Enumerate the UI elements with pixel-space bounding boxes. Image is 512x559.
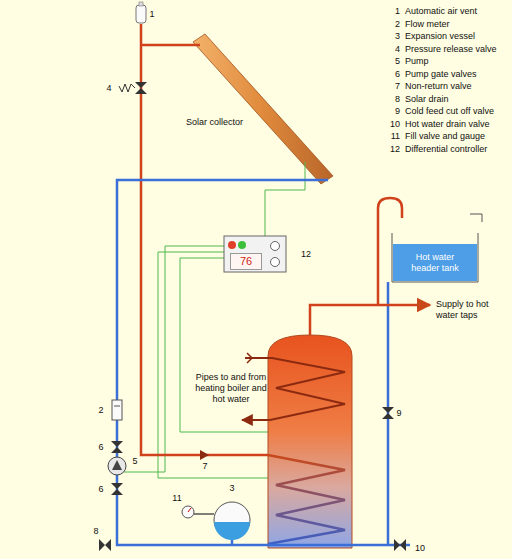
header-tank-outline	[392, 233, 478, 282]
key-text: Non-return valve	[405, 81, 472, 92]
pressure-release-valve	[119, 82, 147, 94]
callout-number: 8	[93, 526, 98, 537]
callout-number: 12	[301, 249, 311, 260]
fill-pipe	[194, 513, 214, 515]
hot-supply-pipe	[310, 305, 430, 335]
callout-number: 10	[415, 543, 425, 554]
key-number: 3	[386, 31, 400, 42]
vessel-water	[214, 522, 250, 540]
coil-tail	[247, 353, 252, 363]
gate-valve	[111, 483, 123, 495]
key-text: Fill valve and gauge	[405, 131, 485, 142]
ball-valve	[470, 214, 482, 222]
key-text: Hot water drain valve	[405, 119, 490, 130]
gate-valve	[111, 441, 123, 453]
controller-display: 76	[230, 253, 262, 270]
callout-number: 1	[149, 9, 154, 20]
supply-label: Supply to hot water taps	[436, 299, 508, 321]
callout-number: 6	[98, 442, 103, 453]
key-text: Automatic air vent	[405, 6, 477, 17]
controller-lamp	[238, 241, 246, 249]
callout-number: 9	[396, 408, 401, 419]
key-number: 9	[386, 106, 400, 117]
key-text: Pump gate valves	[405, 69, 477, 80]
key-number: 11	[386, 131, 400, 142]
flow-meter-mark	[114, 406, 120, 407]
non-return-valve	[200, 450, 209, 460]
gauge-needle	[188, 508, 191, 512]
key-text: Solar drain	[405, 94, 449, 105]
flow-meter	[112, 400, 122, 420]
coil-pipes-label: Pipes to and from heating boiler and hot…	[194, 372, 268, 405]
controller-lamp	[228, 241, 236, 249]
air-vent	[136, 5, 146, 23]
callout-number: 7	[202, 461, 207, 472]
solar-collector-panel	[193, 34, 333, 184]
callout-number: 11	[172, 493, 181, 504]
key-number: 12	[386, 144, 400, 155]
controller-knob	[271, 242, 280, 251]
pump	[108, 457, 126, 475]
key-number: 10	[386, 119, 400, 130]
key-text: Pressure release valve	[405, 44, 497, 55]
key-number: 1	[386, 6, 400, 17]
hot-water-cylinder	[268, 335, 352, 548]
callout-number: 3	[229, 483, 234, 494]
controller-knob	[271, 258, 280, 267]
key-text: Pump	[405, 56, 429, 67]
air-vent-cap	[139, 2, 143, 6]
cold-feed-valve	[382, 407, 394, 419]
callout-number: 4	[106, 83, 111, 94]
key-number: 8	[386, 94, 400, 105]
key-text: Cold feed cut off valve	[405, 106, 494, 117]
key-number: 2	[386, 19, 400, 30]
collector-label: Solar collector	[186, 117, 243, 128]
key-number: 6	[386, 69, 400, 80]
key-text: Differential controller	[405, 144, 487, 155]
key-text: Flow meter	[405, 19, 450, 30]
node-text: 76	[240, 255, 252, 268]
callout-number: 6	[98, 484, 103, 495]
key-number: 7	[386, 81, 400, 92]
key-number: 4	[386, 44, 400, 55]
controller-body	[224, 236, 286, 272]
key-text: Expansion vessel	[405, 31, 475, 42]
solar-coil	[268, 455, 345, 544]
header-tank-water: Hot water header tank	[393, 244, 477, 281]
node-text: Hot water header tank	[404, 252, 466, 274]
solar-drain-valve	[99, 539, 111, 551]
callout-number: 5	[132, 456, 137, 467]
key-number: 5	[386, 56, 400, 67]
callout-number: 2	[98, 405, 103, 416]
pump-arrow	[112, 460, 122, 470]
hot-water-drain-valve	[394, 539, 406, 551]
fill-gauge	[182, 506, 194, 518]
return-pipe	[117, 180, 410, 545]
